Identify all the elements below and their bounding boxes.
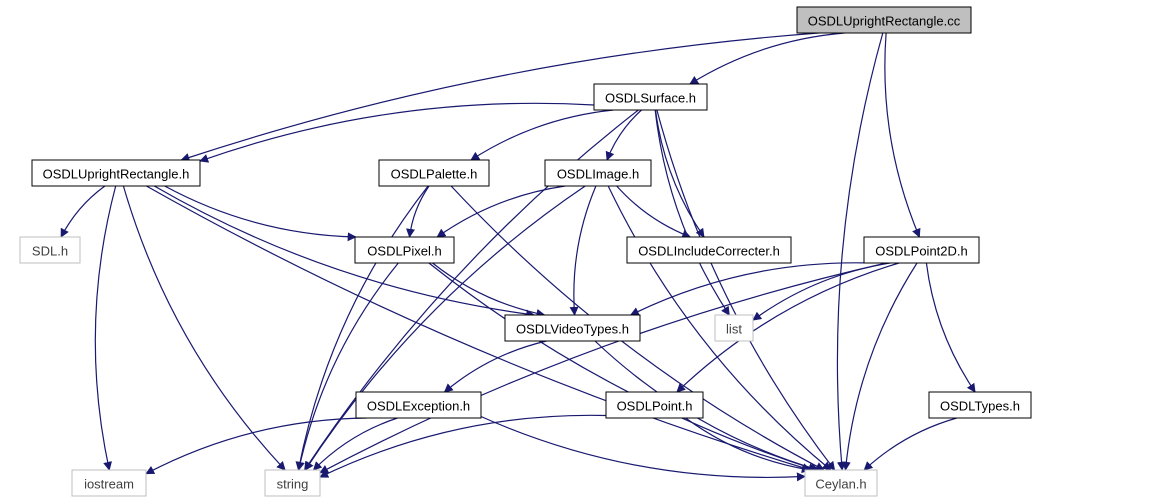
node-videotypes-box [504, 314, 641, 342]
edge-root-to-rect [180, 32, 819, 162]
edge-pixel-to-videotypes [432, 262, 546, 318]
edge-point2d-to-ceylan [841, 262, 918, 471]
node-string-label: string [277, 477, 309, 492]
node-ceylan-label: Ceylan.h [815, 477, 866, 492]
edge-palette-to-string [295, 185, 429, 471]
edge-root-to-surface [689, 32, 845, 85]
edge-image-to-pixel [436, 185, 566, 238]
node-surface-box [593, 83, 708, 111]
edge-surface-to-string [304, 109, 639, 471]
edge-point2d-to-string [319, 262, 887, 474]
node-image-label: OSDLImage.h [557, 167, 639, 182]
node-exception-label: OSDLException.h [367, 399, 470, 414]
node-exception[interactable]: OSDLException.h [355, 391, 482, 419]
node-types-label: OSDLTypes.h [940, 399, 1020, 414]
edge-image-to-ceylan [607, 185, 832, 471]
node-rect-box [31, 159, 201, 187]
node-point[interactable]: OSDLPoint.h [605, 391, 704, 419]
edge-rect-to-videotypes [153, 185, 536, 319]
node-sdl[interactable]: SDL.h [19, 236, 81, 264]
node-list-box [714, 314, 754, 342]
node-point2d[interactable]: OSDLPoint2D.h [863, 236, 980, 264]
node-image-box [544, 159, 652, 187]
edge-surface-to-image [605, 109, 642, 161]
node-point-label: OSDLPoint.h [617, 399, 693, 414]
edge-root-to-ceylan [836, 32, 884, 471]
edge-rect-to-iostream [94, 185, 117, 471]
node-rect[interactable]: OSDLUprightRectangle.h [31, 159, 201, 187]
node-types-box [928, 391, 1032, 419]
node-videotypes-label: OSDLVideoTypes.h [516, 322, 629, 337]
edge-rect-to-pixel [164, 185, 357, 242]
edge-point2d-to-point [676, 262, 900, 393]
edge-videotypes-to-ceylan [594, 340, 820, 473]
node-incl-box [626, 236, 792, 264]
edge-point2d-to-types [925, 262, 976, 393]
node-incl-label: OSDLIncludeCorrecter.h [638, 244, 780, 259]
node-palette-box [378, 159, 490, 187]
node-string-box [264, 469, 321, 497]
edge-point-to-ceylan [685, 417, 811, 474]
node-point-box [605, 391, 704, 419]
node-iostream-label: iostream [84, 477, 134, 492]
node-root-box [796, 6, 972, 34]
edge-point2d-to-videotypes [629, 262, 865, 316]
node-pixel[interactable]: OSDLPixel.h [354, 236, 455, 264]
node-list[interactable]: list [714, 314, 754, 342]
node-iostream[interactable]: iostream [71, 469, 147, 497]
node-palette[interactable]: OSDLPalette.h [378, 159, 490, 187]
edge-exception-to-iostream [145, 417, 367, 475]
node-videotypes[interactable]: OSDLVideoTypes.h [504, 314, 641, 342]
edge-pixel-to-string [296, 262, 399, 471]
node-ceylan-box [804, 469, 878, 497]
edge-layer [60, 32, 976, 482]
node-string[interactable]: string [264, 469, 321, 497]
node-iostream-box [71, 469, 147, 497]
edge-image-to-videotypes [569, 185, 597, 316]
edge-rect-to-string [122, 185, 286, 471]
node-types[interactable]: OSDLTypes.h [928, 391, 1032, 419]
node-surface[interactable]: OSDLSurface.h [593, 83, 708, 111]
node-exception-box [355, 391, 482, 419]
edge-surface-to-list [654, 109, 730, 316]
edge-surface-to-rect [199, 102, 595, 163]
node-point2d-box [863, 236, 980, 264]
edge-surface-to-incl [654, 109, 705, 238]
edge-rect-to-sdl [60, 185, 106, 238]
node-pixel-box [354, 236, 455, 264]
edge-pixel-to-ceylan [428, 262, 818, 472]
edge-exception-to-ceylan [480, 415, 806, 482]
edge-root-to-point2d [884, 32, 921, 238]
edge-exception-to-string [312, 417, 398, 471]
edge-types-to-ceylan [863, 417, 957, 471]
node-sdl-label: SDL.h [32, 244, 68, 259]
node-root-label: OSDLUprightRectangle.cc [808, 14, 961, 29]
edge-surface-to-ceylan [656, 109, 836, 471]
edge-image-to-incl [616, 185, 692, 239]
node-image[interactable]: OSDLImage.h [544, 159, 652, 187]
node-surface-label: OSDLSurface.h [605, 91, 696, 106]
edge-palette-to-pixel [406, 185, 430, 238]
node-palette-label: OSDLPalette.h [391, 167, 478, 182]
node-root[interactable]: OSDLUprightRectangle.cc [796, 6, 972, 34]
edge-videotypes-to-exception [443, 340, 547, 393]
edge-image-to-string [304, 185, 586, 471]
node-list-label: list [726, 322, 742, 337]
node-rect-label: OSDLUprightRectangle.h [43, 167, 190, 182]
node-point2d-label: OSDLPoint2D.h [875, 244, 968, 259]
node-incl[interactable]: OSDLIncludeCorrecter.h [626, 236, 792, 264]
node-sdl-box [19, 236, 81, 264]
node-pixel-label: OSDLPixel.h [367, 244, 441, 259]
edge-palette-to-ceylan [450, 185, 825, 471]
node-layer: OSDLUprightRectangle.ccOSDLSurface.hOSDL… [19, 6, 1032, 497]
edge-surface-to-palette [470, 109, 614, 161]
edge-point-to-string [319, 414, 607, 478]
node-ceylan[interactable]: Ceylan.h [804, 469, 878, 497]
edge-rect-to-ceylan [146, 185, 812, 472]
